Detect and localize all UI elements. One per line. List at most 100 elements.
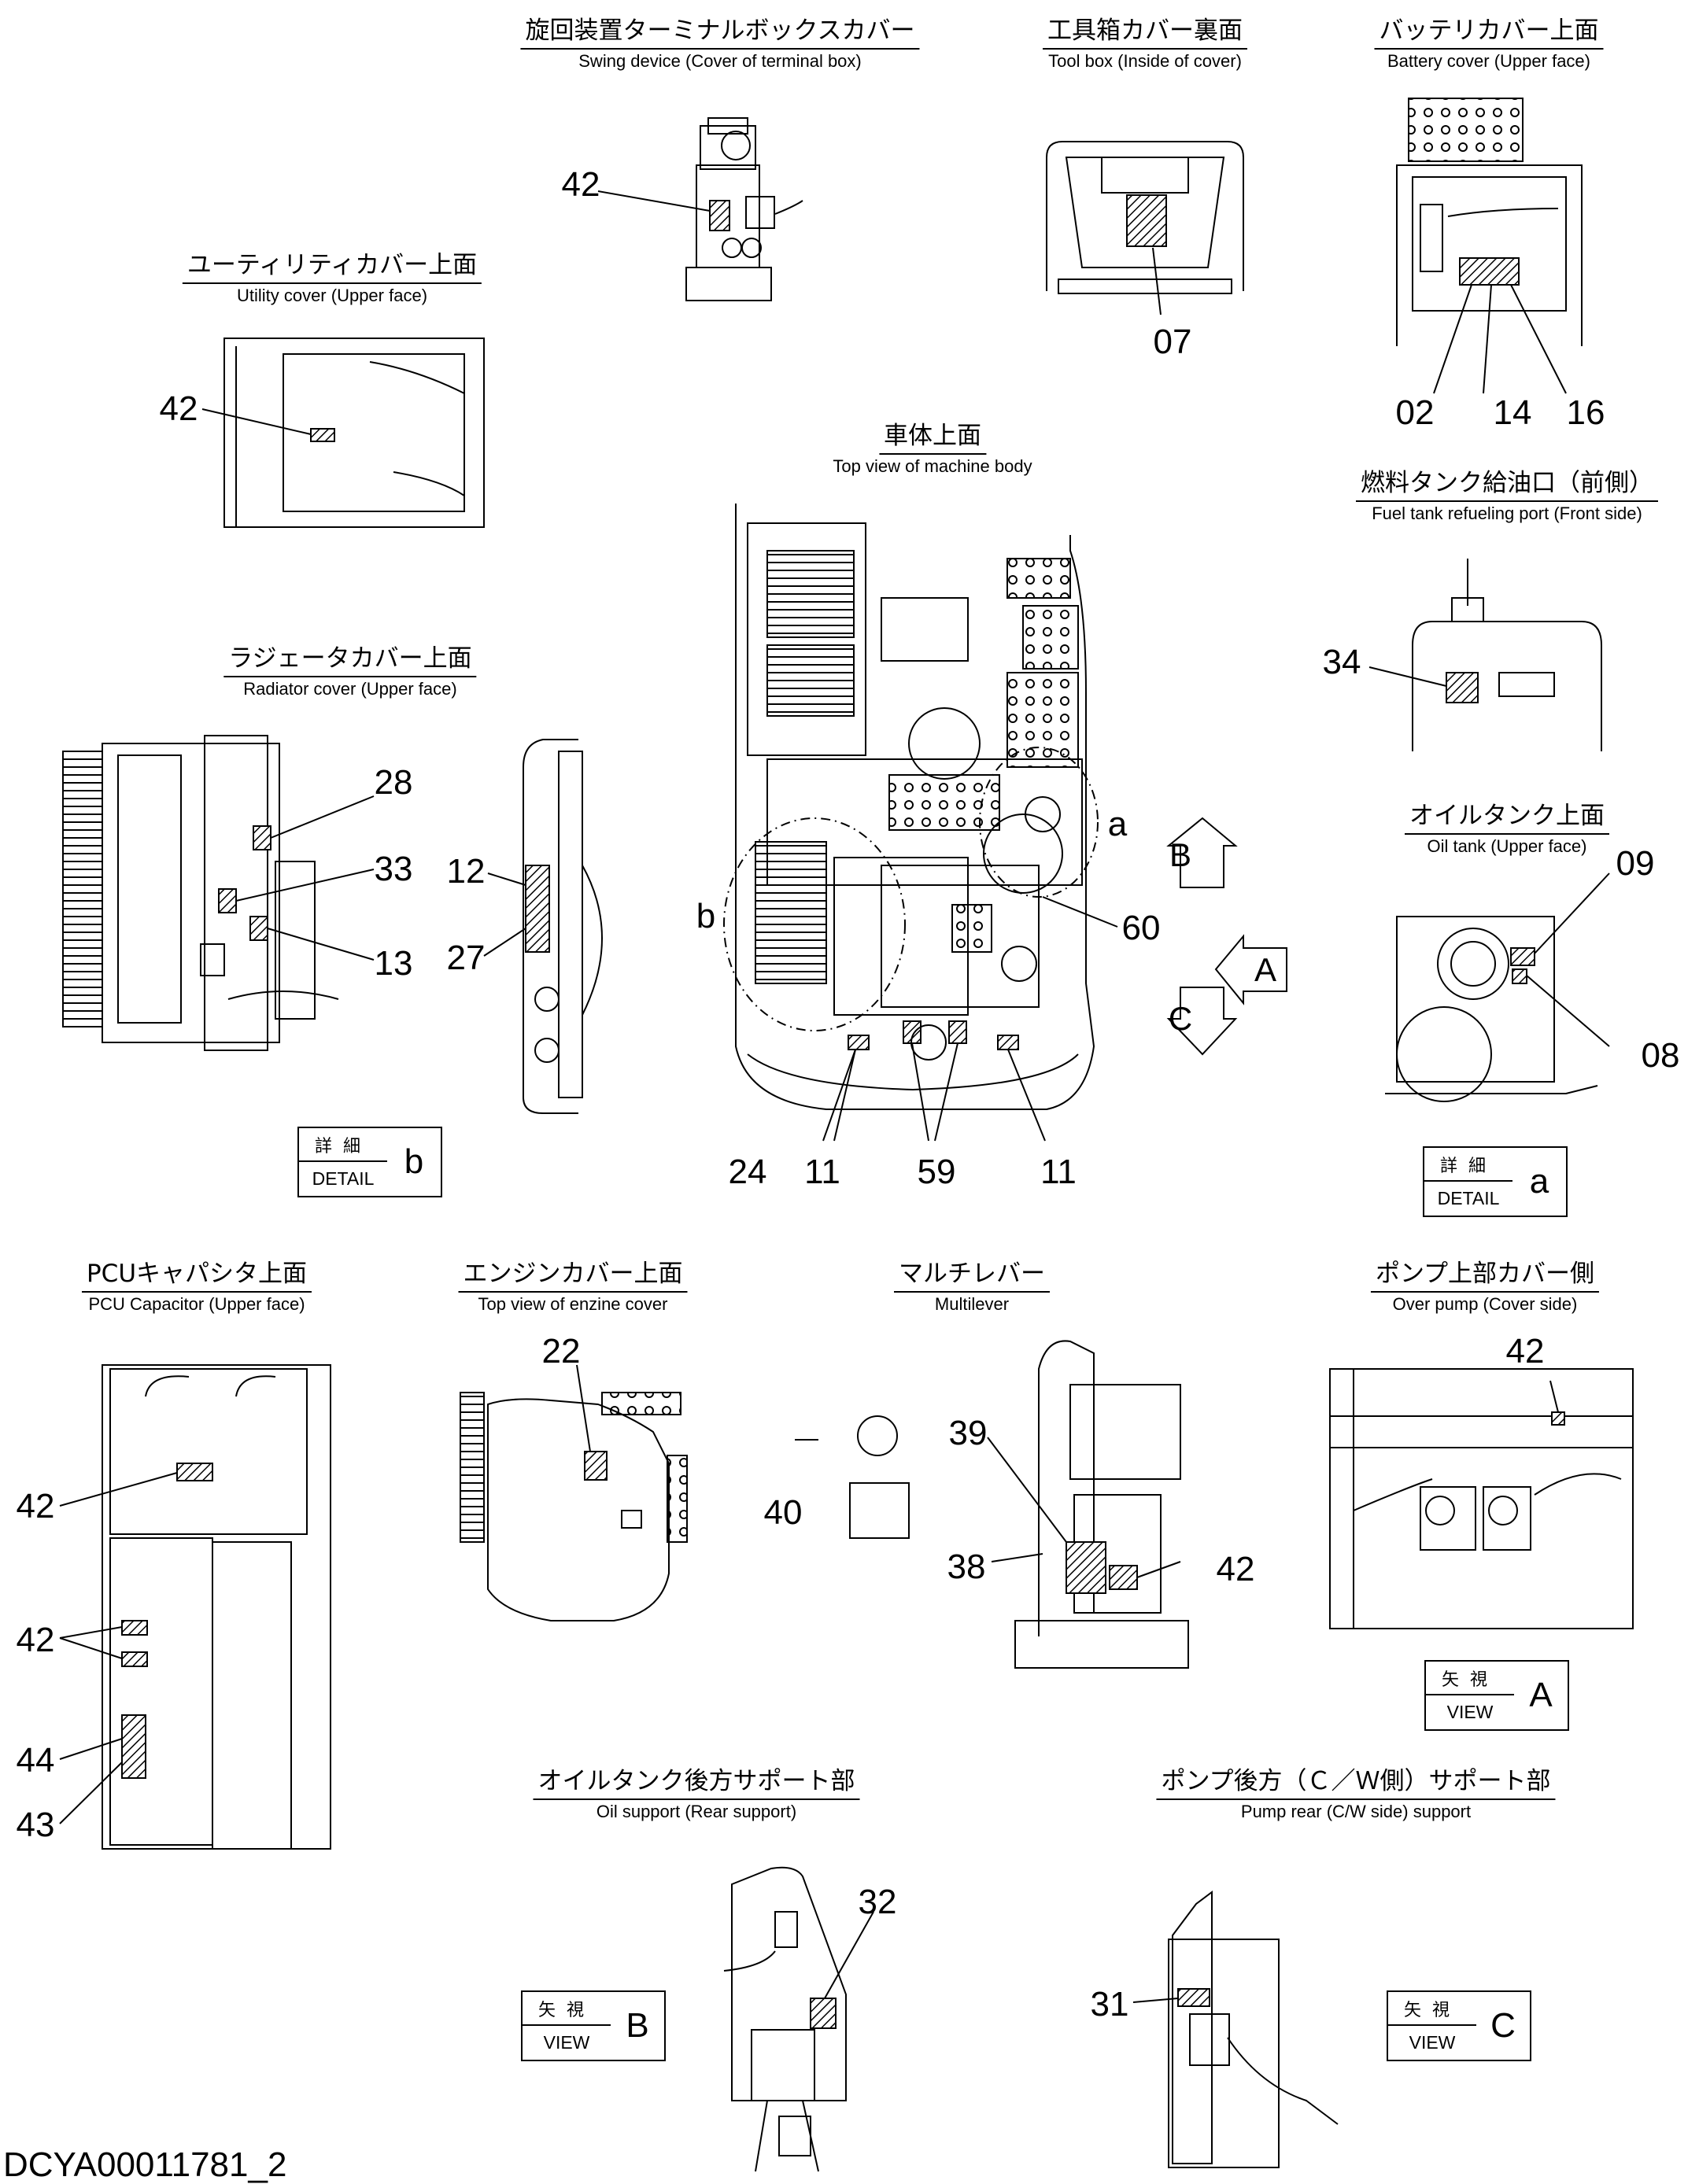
- title-jp: 工具箱カバー裏面: [1043, 16, 1247, 50]
- title-en: Over pump (Cover side): [1392, 1294, 1578, 1314]
- callout-number: 44: [16, 1741, 55, 1780]
- callout-number: 43: [16, 1806, 55, 1844]
- title-en: Utility cover (Upper face): [236, 286, 428, 305]
- title-jp: ラジェータカバー上面: [223, 644, 477, 677]
- title-over-pump: ポンプ上部カバー側 Over pump (Cover side): [1370, 1259, 1600, 1316]
- callout-number: 27: [446, 939, 486, 977]
- title-battery-cover: バッテリカバー上面 Battery cover (Upper face): [1374, 16, 1604, 73]
- arrow-a-label: A: [1254, 951, 1277, 988]
- callout-number: 11: [1040, 1153, 1077, 1191]
- callout-number: 12: [446, 852, 486, 891]
- view-c-tag: 矢視 VIEW C: [1387, 1990, 1531, 2061]
- pcu-capacitor-drawing: [59, 1364, 331, 1850]
- callout-number: 42: [16, 1621, 55, 1659]
- title-jp: オイルタンク後方サポート部: [533, 1766, 860, 1800]
- engine-cover-drawing: [460, 1364, 688, 1621]
- title-engine-cover: エンジンカバー上面 Top view of enzine cover: [458, 1259, 688, 1316]
- callout-number: 11: [804, 1153, 840, 1191]
- title-oil-tank: オイルタンク上面 Oil tank (Upper face): [1405, 801, 1609, 858]
- callout-letter: b: [696, 897, 716, 935]
- title-utility-cover: ユーティリティカバー上面 Utility cover (Upper face): [182, 250, 482, 308]
- title-en: Radiator cover (Upper face): [243, 679, 457, 699]
- callout-number: 42: [1505, 1332, 1545, 1371]
- title-jp: 車体上面: [878, 421, 986, 455]
- title-multilever: マルチレバー Multilever: [894, 1259, 1050, 1316]
- oil-tank-drawing: [1385, 872, 1610, 1102]
- tag-en: VIEW: [1409, 2032, 1456, 2053]
- tag-jp: 矢視: [1426, 1662, 1514, 1695]
- title-en: Top view of enzine cover: [478, 1294, 668, 1314]
- pump-rear-drawing: [1132, 1891, 1339, 2168]
- callout-number: 22: [541, 1332, 581, 1371]
- callout-number: 16: [1566, 393, 1605, 432]
- tag-en: VIEW: [1446, 1702, 1494, 1722]
- swing-device-drawing: [597, 117, 803, 301]
- tag-jp: 詳細: [299, 1128, 387, 1162]
- title-jp: エンジンカバー上面: [458, 1259, 688, 1293]
- machine-body-drawing: [723, 504, 1287, 1142]
- over-pump-drawing: [1329, 1368, 1634, 1629]
- fuel-tank-drawing: [1368, 559, 1602, 751]
- title-machine-body: 車体上面 Top view of machine body: [833, 421, 1032, 478]
- detail-a-tag: 詳細 DETAIL a: [1423, 1146, 1568, 1217]
- callout-number: 42: [16, 1487, 55, 1525]
- callout-number: 34: [1322, 643, 1361, 681]
- title-en: Tool box (Inside of cover): [1048, 51, 1242, 71]
- callout-number: 07: [1153, 323, 1192, 361]
- callout-number: 14: [1493, 393, 1532, 432]
- title-en: Fuel tank refueling port (Front side): [1372, 504, 1642, 523]
- tag-en: VIEW: [543, 2032, 590, 2053]
- title-fuel-tank: 燃料タンク給油口（前側） Fuel tank refueling port (F…: [1356, 468, 1658, 526]
- arrow-b-label: B: [1169, 836, 1192, 873]
- view-b-tag: 矢視 VIEW B: [521, 1990, 666, 2061]
- callout-number: 42: [159, 389, 198, 428]
- title-oil-support: オイルタンク後方サポート部 Oil support (Rear support): [533, 1766, 860, 1824]
- title-jp: バッテリカバー上面: [1374, 16, 1604, 50]
- utility-cover-drawing: [201, 338, 485, 528]
- tag-en: DETAIL: [312, 1168, 375, 1189]
- title-jp: PCUキャパシタ上面: [81, 1259, 312, 1293]
- view-a-tag: 矢視 VIEW A: [1424, 1660, 1569, 1731]
- callout-number: 38: [947, 1548, 986, 1586]
- tag-letter: b: [404, 1142, 424, 1181]
- title-jp: 旋回装置ターミナルボックスカバー: [520, 16, 920, 50]
- title-en: Battery cover (Upper face): [1387, 51, 1590, 71]
- title-radiator-cover: ラジェータカバー上面 Radiator cover (Upper face): [223, 644, 477, 701]
- callout-letter: a: [1107, 805, 1128, 843]
- title-en: Oil support (Rear support): [596, 1802, 797, 1821]
- tag-letter: A: [1529, 1676, 1553, 1714]
- tag-jp: 詳細: [1424, 1148, 1512, 1182]
- toolbox-drawing: [1046, 141, 1244, 315]
- callout-number: 08: [1641, 1036, 1680, 1075]
- callout-number: 39: [948, 1414, 988, 1452]
- callout-number: 33: [374, 850, 413, 888]
- title-jp: マルチレバー: [894, 1259, 1050, 1293]
- detail-b-tag: 詳細 DETAIL b: [297, 1127, 442, 1197]
- title-swing-device: 旋回装置ターミナルボックスカバー Swing device (Cover of …: [520, 16, 920, 73]
- tag-jp: 矢視: [523, 1992, 611, 2026]
- title-tool-box: 工具箱カバー裏面 Tool box (Inside of cover): [1043, 16, 1247, 73]
- title-en: Multilever: [934, 1294, 1010, 1314]
- tag-letter: a: [1529, 1162, 1549, 1201]
- callout-number: 40: [763, 1493, 803, 1532]
- callout-number: 28: [374, 763, 413, 802]
- title-jp: オイルタンク上面: [1405, 801, 1609, 835]
- document-id: DCYA00011781_2: [3, 2145, 287, 2184]
- callout-number: 31: [1090, 1985, 1129, 2024]
- callout-number: 13: [374, 944, 413, 983]
- radiator-drawing: [62, 735, 603, 1114]
- callout-number: 24: [728, 1153, 767, 1191]
- callout-number: 09: [1616, 844, 1655, 883]
- arrow-c-label: C: [1168, 1000, 1193, 1037]
- tag-letter: B: [626, 2006, 649, 2045]
- callout-number: 02: [1395, 393, 1435, 432]
- title-en: PCU Capacitor (Upper face): [88, 1294, 305, 1314]
- callout-number: 60: [1121, 909, 1161, 947]
- battery-cover-drawing: [1396, 98, 1583, 394]
- title-jp: 燃料タンク給油口（前側）: [1356, 468, 1658, 502]
- multilever-drawing: [795, 1340, 1189, 1669]
- tag-jp: 矢視: [1388, 1992, 1476, 2026]
- callout-number: 32: [858, 1883, 897, 1921]
- callout-number: 42: [561, 165, 600, 204]
